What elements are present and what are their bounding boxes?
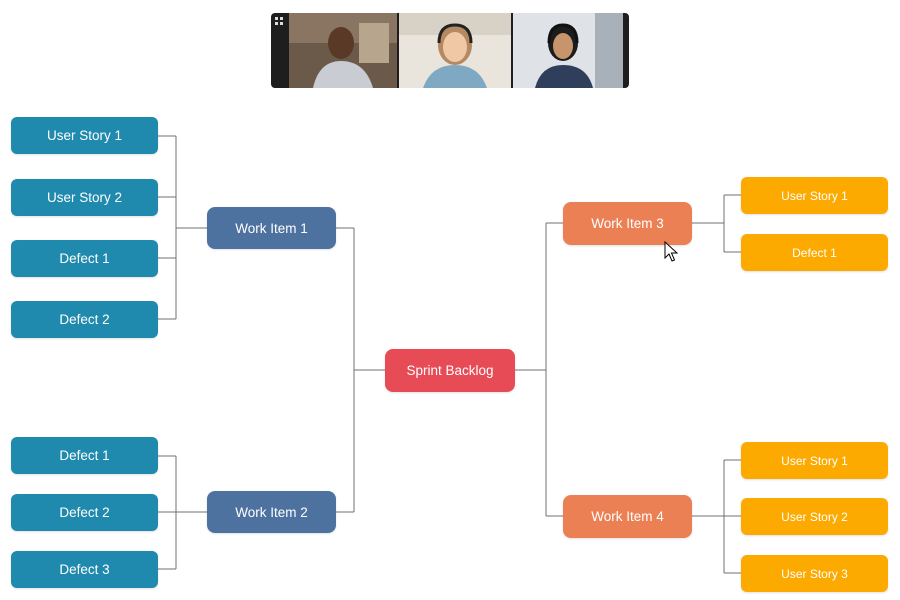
node-work-item-4[interactable]: Work Item 4 [563,495,692,538]
mouse-cursor-icon [664,241,678,262]
participant-video-3[interactable] [513,13,623,88]
node-user-story-1-left[interactable]: User Story 1 [11,117,158,154]
node-work-item-3[interactable]: Work Item 3 [563,202,692,245]
node-defect-1-right[interactable]: Defect 1 [741,234,888,271]
node-user-story-1-right-top[interactable]: User Story 1 [741,177,888,214]
video-participants-strip[interactable] [271,13,629,88]
node-work-item-1[interactable]: Work Item 1 [207,207,336,249]
node-defect-1-lower[interactable]: Defect 1 [11,437,158,474]
participant-video-2[interactable] [399,13,511,88]
node-defect-3-lower[interactable]: Defect 3 [11,551,158,588]
node-defect-2-left[interactable]: Defect 2 [11,301,158,338]
node-defect-1-left[interactable]: Defect 1 [11,240,158,277]
node-user-story-1-right-bottom[interactable]: User Story 1 [741,442,888,479]
node-user-story-2-left[interactable]: User Story 2 [11,179,158,216]
participant-video-1[interactable] [289,13,397,88]
node-sprint-backlog[interactable]: Sprint Backlog [385,349,515,392]
node-work-item-2[interactable]: Work Item 2 [207,491,336,533]
grid-layout-icon[interactable] [275,17,283,25]
node-defect-2-lower[interactable]: Defect 2 [11,494,158,531]
node-user-story-2-right[interactable]: User Story 2 [741,498,888,535]
node-user-story-3-right[interactable]: User Story 3 [741,555,888,592]
